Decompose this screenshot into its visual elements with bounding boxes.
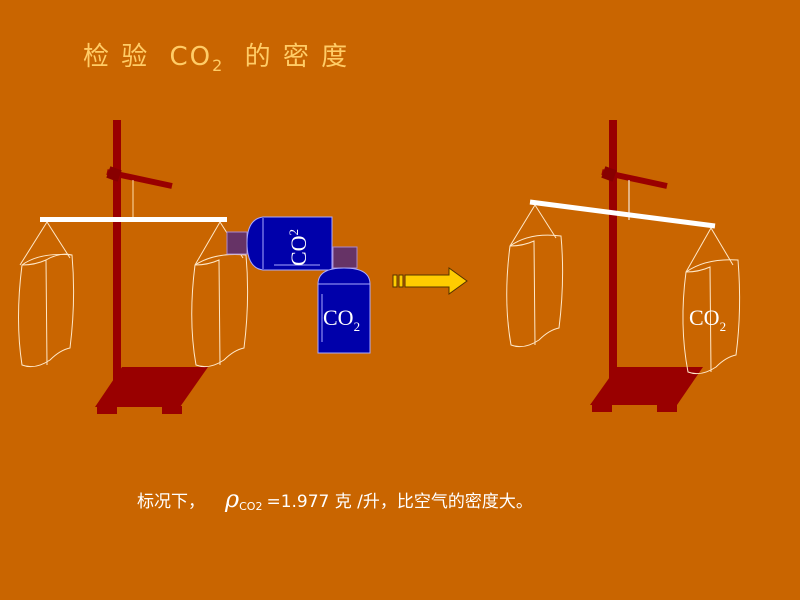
- vertical-co2-bottle: CO2: [317, 246, 371, 354]
- svg-text:CO2: CO2: [286, 229, 311, 266]
- balance-beam-level: [40, 217, 227, 222]
- left-balance-stand: [40, 120, 227, 414]
- right-balance-stand: [529, 120, 716, 412]
- slide-title: 检 验 CO2 的 密 度: [83, 42, 350, 75]
- co2-bag-label: CO2: [689, 305, 726, 334]
- svg-text:CO2: CO2: [323, 305, 360, 334]
- left-bag: [18, 221, 75, 368]
- horizontal-co2-bottle: CO2: [226, 216, 333, 271]
- caption-prefix: 标况下，: [137, 491, 205, 512]
- rho-symbol: ρ: [225, 485, 240, 513]
- right-co2-bag: [682, 227, 741, 375]
- right-left-bag: [506, 204, 564, 348]
- balance-beam-tilted: [529, 199, 716, 229]
- density-caption: 标况下， ρ CO2 =1.977 克 /升，比空气的密度大。: [137, 485, 533, 513]
- density-value: =1.977 克 /升，比空气的密度大。: [266, 491, 533, 512]
- rho-subscript: CO2: [239, 499, 263, 513]
- right-arrow-icon: [392, 267, 468, 295]
